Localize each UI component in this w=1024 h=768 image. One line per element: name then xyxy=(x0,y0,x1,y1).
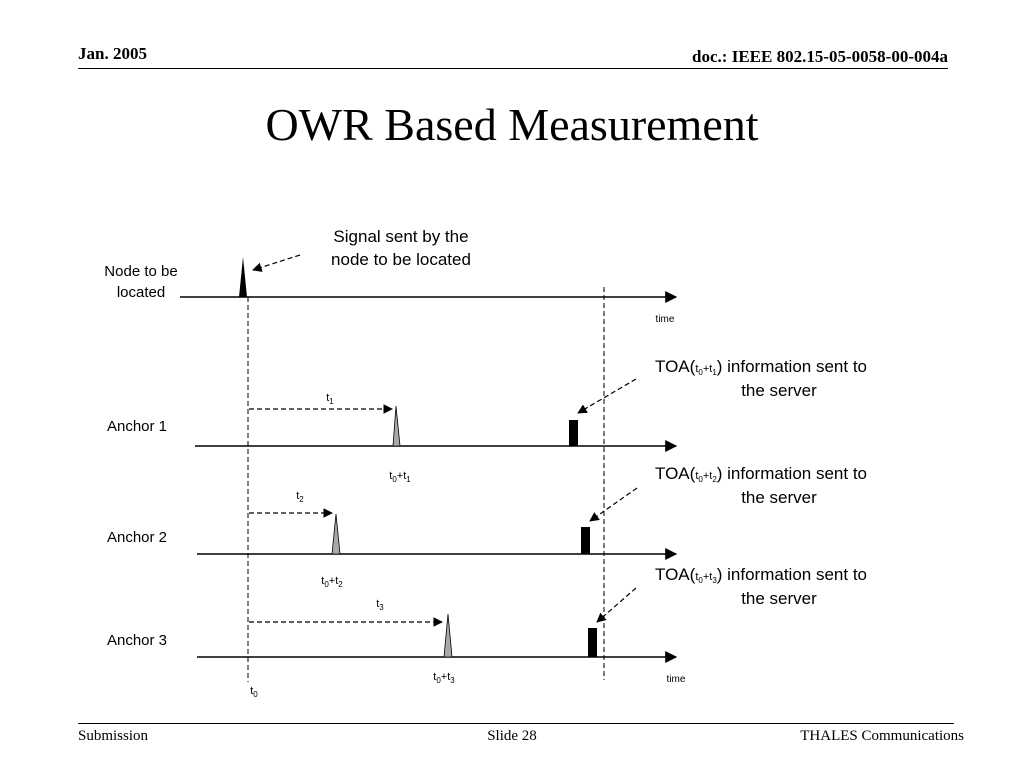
anchor-1-label: Anchor 1 xyxy=(107,418,167,435)
anchor-1-toa-text-line2: the server xyxy=(741,381,817,400)
footer-submission: Submission xyxy=(78,728,149,744)
anchor-2-toa-text: TOA(t0+t2) information sent to xyxy=(655,464,867,484)
time-label-top: time xyxy=(656,314,675,325)
node-transmit-pulse xyxy=(239,257,247,297)
header-rule xyxy=(78,68,948,69)
anchor-1-delay-label: t1 xyxy=(326,392,334,406)
anchor-2-toa-callout-arrow xyxy=(589,487,638,522)
anchor-3-receive-pulse xyxy=(443,613,453,658)
footer-rule xyxy=(78,723,954,724)
anchor-3-toa-callout-arrow xyxy=(596,587,637,623)
anchor-3-label: Anchor 3 xyxy=(107,632,167,649)
node-label-line1: Node to be xyxy=(104,263,177,280)
anchor-3-toa-text-line2: the server xyxy=(741,589,817,608)
anchor-3-delay-label: t3 xyxy=(376,598,384,612)
signal-callout-line1: Signal sent by the xyxy=(333,227,468,246)
anchor-1-arrival-label: t0+t1 xyxy=(389,470,411,484)
header-doc-id: doc.: IEEE 802.15-05-0058-00-004a xyxy=(692,47,948,66)
anchor-3-toa-text: TOA(t0+t3) information sent to xyxy=(655,565,867,585)
anchor-1-toa-callout-arrow xyxy=(577,378,637,414)
anchor-3-arrival-label: t0+t3 xyxy=(433,671,455,685)
time-label-bottom: time xyxy=(667,674,686,685)
signal-callout-arrow xyxy=(252,254,301,272)
anchor-1-receive-pulse xyxy=(392,405,401,447)
t0-label: t0 xyxy=(250,685,258,699)
anchor-3-toa-report-block xyxy=(588,628,597,657)
anchor-1-toa-text: TOA(t0+t1) information sent to xyxy=(655,357,867,377)
anchor-2-receive-pulse xyxy=(331,513,341,555)
node-label-line2: located xyxy=(117,284,165,301)
anchor-2-delay-label: t2 xyxy=(296,490,304,504)
anchor-2-toa-report-block xyxy=(581,527,590,554)
anchor-2-arrival-label: t0+t2 xyxy=(321,575,343,589)
signal-callout-line2: node to be located xyxy=(331,250,471,269)
footer-slide-number: Slide 28 xyxy=(487,728,537,744)
footer-company: THALES Communications xyxy=(800,728,964,744)
anchor-2-label: Anchor 2 xyxy=(107,529,167,546)
header-date: Jan. 2005 xyxy=(78,44,147,63)
anchor-1-toa-report-block xyxy=(569,420,578,446)
anchor-2-toa-text-line2: the server xyxy=(741,488,817,507)
slide-title: OWR Based Measurement xyxy=(265,99,759,150)
